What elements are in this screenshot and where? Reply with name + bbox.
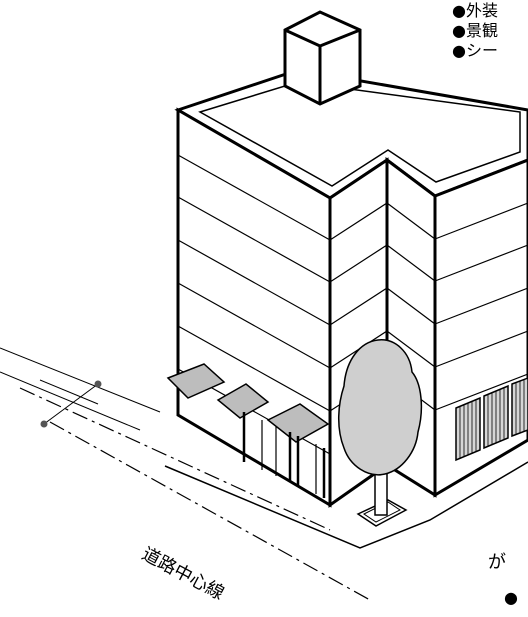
awnings — [166, 363, 330, 443]
tree-trunk — [374, 469, 388, 516]
tree-canopy — [337, 339, 423, 476]
road-centerline-2 — [49, 421, 371, 601]
awning-1 — [166, 363, 226, 399]
ground-outline — [164, 461, 528, 549]
bottom-right-text: が — [488, 552, 506, 573]
bottom-right-bullet: ● — [504, 588, 518, 607]
bullet-icon: ● — [452, 1, 466, 20]
note-item-exterior: ●外装 — [452, 2, 498, 20]
awning-3 — [266, 403, 330, 443]
storefront — [242, 412, 326, 498]
floor-lines — [177, 154, 528, 455]
road-centerline — [19, 387, 331, 531]
note-text: シー — [465, 41, 498, 60]
street-tree — [337, 339, 423, 527]
measure-point-1 — [94, 380, 102, 388]
bullet-icon: ● — [452, 41, 466, 60]
facade-far-right — [433, 158, 528, 498]
awning-2 — [216, 383, 270, 419]
note-text: 外装 — [465, 1, 498, 20]
note-item-landscape: ●景観 — [452, 22, 498, 40]
measure-point-2 — [40, 420, 48, 428]
bullet-icon: ● — [452, 21, 466, 40]
rooftop-box — [283, 10, 362, 106]
note-text: 景観 — [465, 21, 498, 40]
road-lines — [0, 347, 371, 601]
note-item-sea: ●シー — [452, 42, 498, 60]
